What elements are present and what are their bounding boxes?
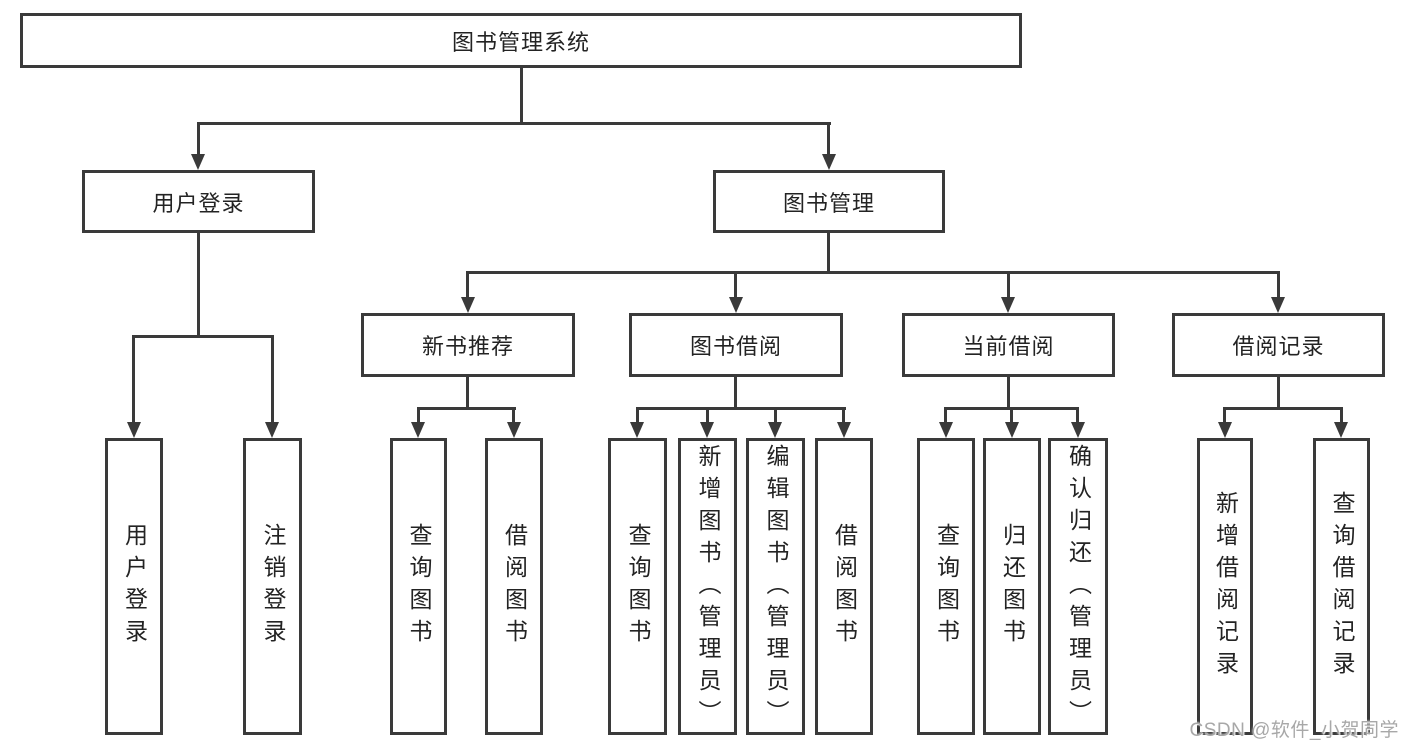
arrow-down-icon bbox=[1334, 422, 1348, 438]
connector-user-login-stem bbox=[197, 233, 200, 335]
connector-book-mgmt-drop-4 bbox=[1277, 273, 1280, 298]
arrow-down-icon bbox=[630, 422, 644, 438]
arrow-down-icon bbox=[1218, 422, 1232, 438]
leaf-query-books-current: 查询图书 bbox=[917, 438, 975, 735]
node-label: 用户登录 bbox=[152, 190, 245, 216]
node-label: 查询图书 bbox=[933, 522, 960, 651]
arrow-down-icon bbox=[1071, 422, 1085, 438]
connector-current-drop-2 bbox=[1010, 409, 1013, 423]
arrow-down-icon bbox=[939, 422, 953, 438]
connector-root-bar bbox=[197, 122, 831, 125]
connector-root-drop-left bbox=[197, 124, 200, 155]
arrow-down-icon bbox=[461, 297, 475, 313]
node-label: 借阅图书 bbox=[501, 522, 528, 651]
node-label: 当前借阅 bbox=[962, 334, 1055, 359]
connector-records-drop-1 bbox=[1223, 409, 1226, 423]
connector-borrowing-drop-1 bbox=[636, 409, 639, 423]
leaf-user-login: 用户登录 bbox=[105, 438, 163, 735]
node-label: 新书推荐 bbox=[421, 334, 514, 359]
connector-records-bar bbox=[1223, 407, 1343, 410]
node-label: 用户登录 bbox=[121, 522, 148, 651]
connector-book-mgmt-drop-3 bbox=[1007, 273, 1010, 298]
connector-records-stem bbox=[1277, 377, 1280, 407]
arrow-down-icon bbox=[507, 422, 521, 438]
leaf-return-books: 归还图书 bbox=[983, 438, 1041, 735]
node-label: 查询借阅记录 bbox=[1329, 490, 1355, 683]
csdn-watermark: CSDN @软件_小贺同学 bbox=[1189, 720, 1399, 741]
node-borrowing-records: 借阅记录 bbox=[1172, 313, 1385, 377]
arrow-down-icon bbox=[127, 422, 141, 438]
connector-new-book-bar bbox=[417, 407, 516, 410]
node-label: 新增借阅记录 bbox=[1212, 490, 1239, 683]
arrow-down-icon bbox=[191, 154, 205, 170]
connector-book-mgmt-stem bbox=[827, 233, 830, 271]
arrow-down-icon bbox=[822, 154, 836, 170]
connector-borrowing-drop-3 bbox=[774, 409, 777, 423]
arrow-down-icon bbox=[411, 422, 425, 438]
arrow-down-icon bbox=[1001, 297, 1015, 313]
connector-current-drop-3 bbox=[1076, 409, 1079, 423]
connector-current-drop-1 bbox=[944, 409, 947, 423]
connector-user-login-bar bbox=[132, 335, 274, 338]
node-label: 查询图书 bbox=[625, 522, 651, 651]
node-label: 查询图书 bbox=[406, 522, 432, 651]
leaf-borrow-books: 借阅图书 bbox=[815, 438, 873, 735]
arrow-down-icon bbox=[837, 422, 851, 438]
node-label: 注销登录 bbox=[260, 522, 286, 651]
arrow-down-icon bbox=[1271, 297, 1285, 313]
leaf-query-books-borrowing: 查询图书 bbox=[608, 438, 667, 735]
node-label: 编辑图书（管理员） bbox=[763, 443, 789, 732]
connector-book-mgmt-bar bbox=[466, 271, 1280, 274]
node-label: 借阅记录 bbox=[1232, 334, 1325, 359]
connector-new-book-drop-1 bbox=[417, 409, 420, 423]
node-label: 图书借阅 bbox=[689, 334, 782, 359]
node-label: 图书管理系统 bbox=[451, 29, 590, 55]
connector-new-book-stem bbox=[466, 377, 469, 407]
connector-current-stem bbox=[1007, 377, 1010, 407]
leaf-confirm-return-admin: 确认归还（管理员） bbox=[1048, 438, 1108, 735]
node-label: 确认归还（管理员） bbox=[1065, 443, 1092, 732]
connector-current-bar bbox=[944, 407, 1079, 410]
arrow-down-icon bbox=[729, 297, 743, 313]
node-book-borrowing: 图书借阅 bbox=[629, 313, 843, 377]
connector-root-stem bbox=[520, 68, 523, 122]
arrow-down-icon bbox=[1005, 422, 1019, 438]
node-current-borrowing: 当前借阅 bbox=[902, 313, 1115, 377]
connector-borrowing-drop-2 bbox=[706, 409, 709, 423]
node-library-management-system: 图书管理系统 bbox=[20, 13, 1022, 68]
connector-borrowing-stem bbox=[734, 377, 737, 407]
connector-user-login-drop-2 bbox=[271, 337, 274, 423]
node-new-book-recommend: 新书推荐 bbox=[361, 313, 575, 377]
connector-root-drop-right bbox=[827, 124, 830, 155]
connector-borrowing-bar bbox=[636, 407, 846, 410]
connector-borrowing-drop-4 bbox=[842, 409, 845, 423]
connector-book-mgmt-drop-2 bbox=[734, 273, 737, 298]
node-label: 归还图书 bbox=[999, 522, 1026, 651]
node-label: 新增图书（管理员） bbox=[695, 443, 721, 732]
node-book-management: 图书管理 bbox=[713, 170, 945, 233]
connector-user-login-drop-1 bbox=[132, 337, 135, 423]
connector-book-mgmt-drop-1 bbox=[466, 273, 469, 298]
leaf-borrow-books-recommend: 借阅图书 bbox=[485, 438, 543, 735]
leaf-query-books-recommend: 查询图书 bbox=[390, 438, 447, 735]
arrow-down-icon bbox=[768, 422, 782, 438]
leaf-add-books-admin: 新增图书（管理员） bbox=[678, 438, 737, 735]
arrow-down-icon bbox=[700, 422, 714, 438]
leaf-edit-books-admin: 编辑图书（管理员） bbox=[746, 438, 805, 735]
connector-records-drop-2 bbox=[1340, 409, 1343, 423]
node-user-login: 用户登录 bbox=[82, 170, 315, 233]
leaf-query-borrow-record: 查询借阅记录 bbox=[1313, 438, 1370, 735]
connector-new-book-drop-2 bbox=[512, 409, 515, 423]
leaf-add-borrow-record: 新增借阅记录 bbox=[1197, 438, 1253, 735]
node-label: 借阅图书 bbox=[831, 522, 858, 651]
arrow-down-icon bbox=[265, 422, 279, 438]
node-label: 图书管理 bbox=[782, 190, 875, 216]
leaf-logout: 注销登录 bbox=[243, 438, 302, 735]
